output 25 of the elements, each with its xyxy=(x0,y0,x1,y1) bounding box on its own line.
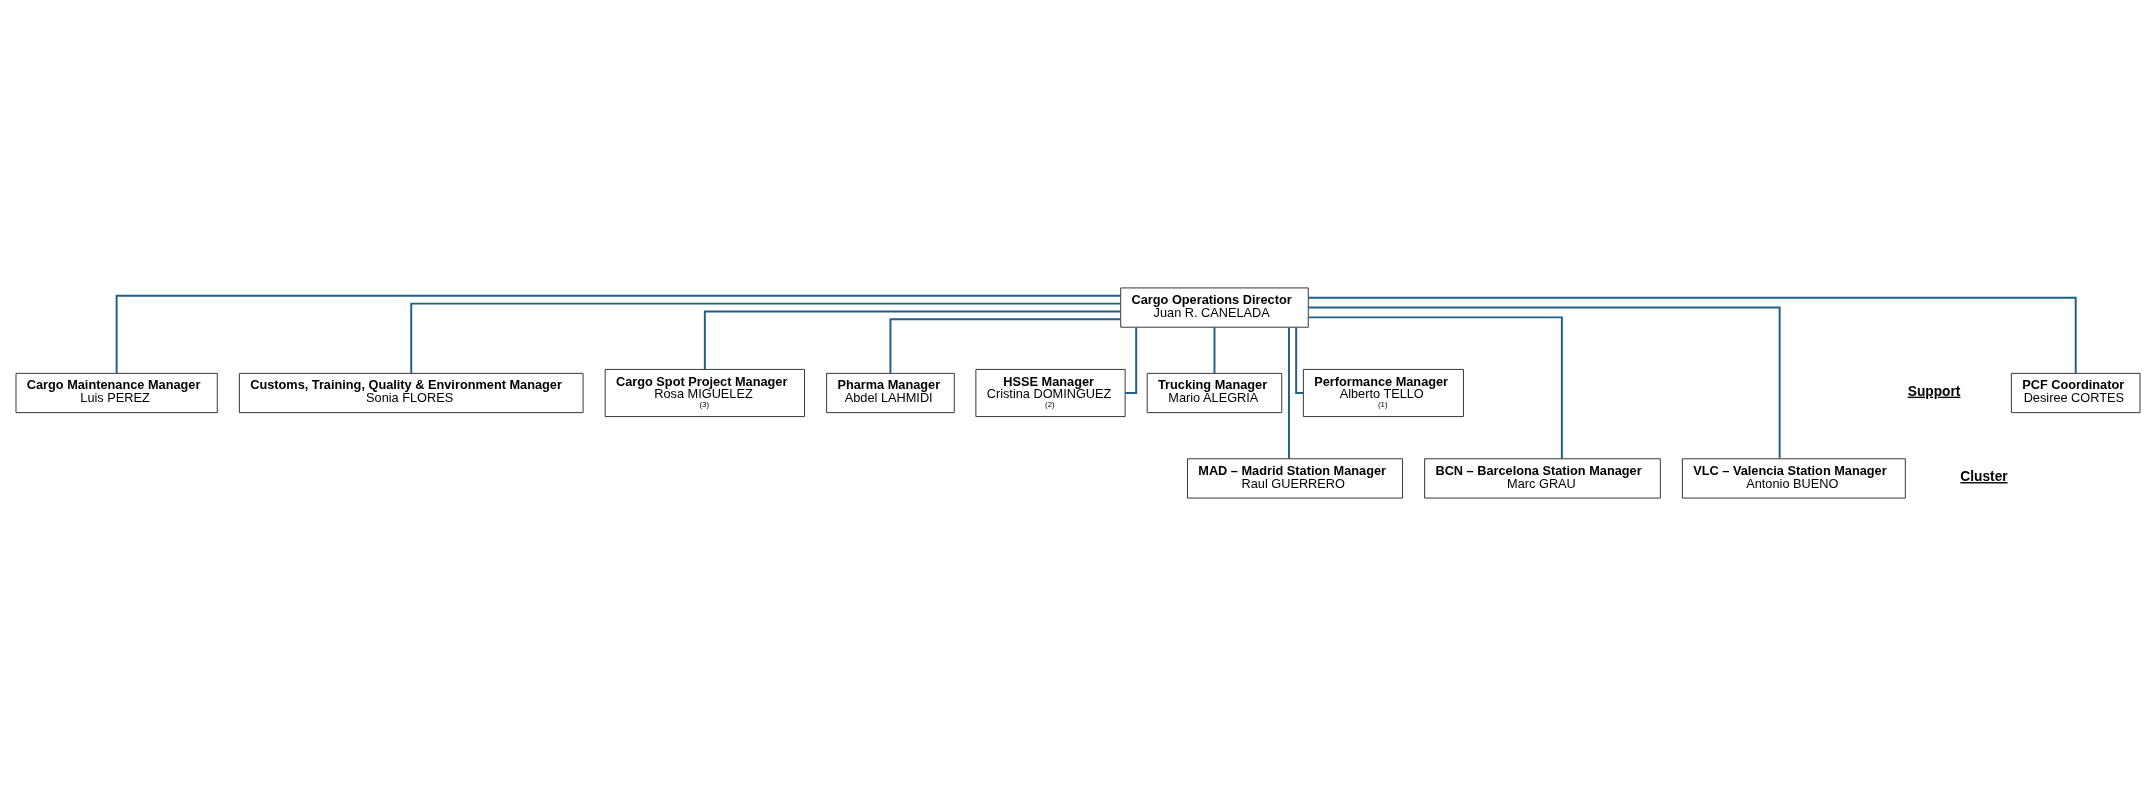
connector xyxy=(1307,315,1563,460)
connector xyxy=(889,317,1122,374)
node-box: BCN – Barcelona Station Manager Marc GRAU xyxy=(1424,457,1661,499)
connector xyxy=(1307,306,1781,459)
node-box: VLC – Valencia Station Manager Antonio BUENO xyxy=(1681,457,1906,499)
label: Cluster xyxy=(1960,468,2008,484)
node-box: Cargo Spot Project Manager Rosa MIGUELEZ (3) xyxy=(604,368,805,417)
node-box: PCF Coordinator Desiree CORTES xyxy=(2010,372,2141,413)
node-box: Cargo Operations Director Juan R. CANELADA xyxy=(1120,286,1309,328)
node-box: MAD – Madrid Station Manager Raul GUERRERO xyxy=(1187,457,1404,499)
node-box: HSSE Manager Cristina DOMINGUEZ (2) xyxy=(975,368,1126,417)
label: Support xyxy=(1907,383,1961,399)
node-box: Customs, Training, Quality & Environment Manager Sonia FLORES xyxy=(238,372,584,413)
connector xyxy=(1213,325,1216,374)
connector xyxy=(1295,325,1305,394)
connector xyxy=(1288,326,1290,460)
connector xyxy=(1307,296,2077,374)
node-box: Trucking Manager Mario ALEGRIA xyxy=(1146,372,1283,413)
connector xyxy=(1124,325,1138,394)
connector xyxy=(410,302,1122,374)
node-box: Performance Manager Alberto TELLO (1) xyxy=(1302,368,1464,417)
node-box: Cargo Maintenance Manager Luis PEREZ xyxy=(15,372,218,413)
node-box: Pharma Manager Abdel LAHMIDI xyxy=(826,372,955,413)
connector xyxy=(115,294,1122,374)
connector xyxy=(703,310,1122,370)
